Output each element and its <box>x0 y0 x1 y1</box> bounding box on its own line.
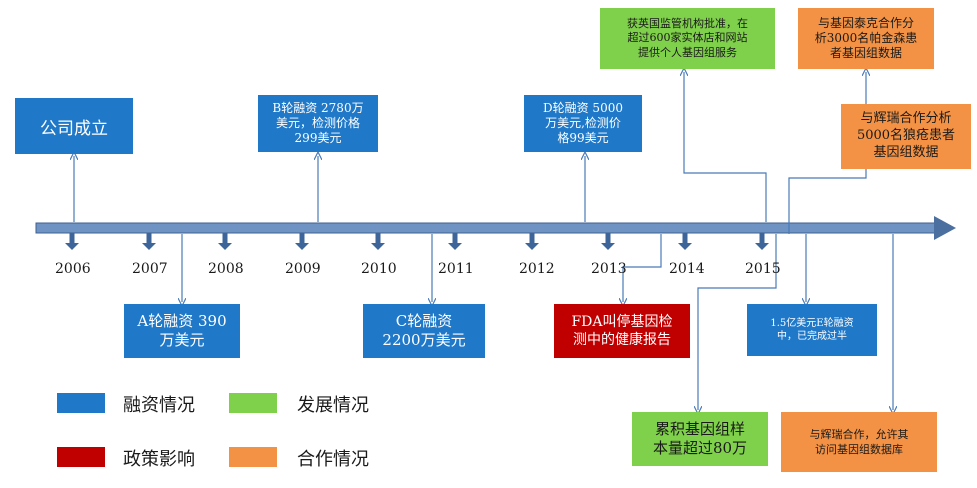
year-ticks <box>65 233 769 250</box>
legend-label-financing: 融资情况 <box>123 395 195 416</box>
year-tick <box>525 233 539 250</box>
event-pfizer-access: 与辉瑞合作，允许其 访问基因组数据库 <box>781 412 937 472</box>
event-round-b: B轮融资 2780万 美元，检测价格 299美元 <box>258 95 378 152</box>
year-label: 2012 <box>519 261 555 277</box>
year-label: 2006 <box>55 261 91 277</box>
connector-fda <box>623 234 662 302</box>
legend-label-cooperation: 合作情况 <box>297 449 369 470</box>
event-fda: FDA叫停基因检 测中的健康报告 <box>554 304 690 358</box>
event-founded: 公司成立 <box>15 98 133 154</box>
event-uk-approval: 获英国监管机构批准，在 超过600家实体店和网站 提供个人基因组服务 <box>600 8 775 69</box>
year-tick <box>65 233 79 250</box>
legend-swatch-development <box>229 393 277 413</box>
year-label: 2013 <box>591 261 627 277</box>
connector-samples <box>698 234 777 410</box>
legend-swatch-financing <box>57 393 105 413</box>
connector-uk <box>684 72 767 222</box>
legend-swatch-policy <box>57 447 105 467</box>
event-samples: 累积基因组样 本量超过80万 <box>632 412 768 466</box>
event-pfizer-analysis: 与辉瑞合作分析 5000名狼疮患者 基因组数据 <box>841 104 971 169</box>
event-round-d: D轮融资 5000 万美元,检测价 格99美元 <box>524 95 642 152</box>
year-tick <box>678 233 692 250</box>
event-round-e: 1.5亿美元E轮融资 中，已完成过半 <box>747 304 877 356</box>
timeline-axis <box>35 216 956 240</box>
year-tick <box>142 233 156 250</box>
year-label: 2011 <box>438 261 474 277</box>
year-tick <box>295 233 309 250</box>
year-tick <box>218 233 232 250</box>
year-tick <box>448 233 462 250</box>
year-tick <box>371 233 385 250</box>
year-label: 2010 <box>361 261 397 277</box>
year-label: 2015 <box>745 261 781 277</box>
year-label: 2008 <box>208 261 244 277</box>
legend-swatch-cooperation <box>229 447 277 467</box>
legend-label-development: 发展情况 <box>297 395 369 416</box>
year-label: 2014 <box>669 261 705 277</box>
year-label: 2007 <box>132 261 168 277</box>
year-tick <box>755 233 769 250</box>
connectors <box>74 72 893 410</box>
event-genentech: 与基因泰克合作分 析3000名帕金森患 者基因组数据 <box>798 8 934 69</box>
event-round-a: A轮融资 390 万美元 <box>124 304 240 358</box>
legend-label-policy: 政策影响 <box>123 449 195 470</box>
year-tick <box>601 233 615 250</box>
event-round-c: C轮融资 2200万美元 <box>363 304 485 358</box>
year-label: 2009 <box>285 261 321 277</box>
